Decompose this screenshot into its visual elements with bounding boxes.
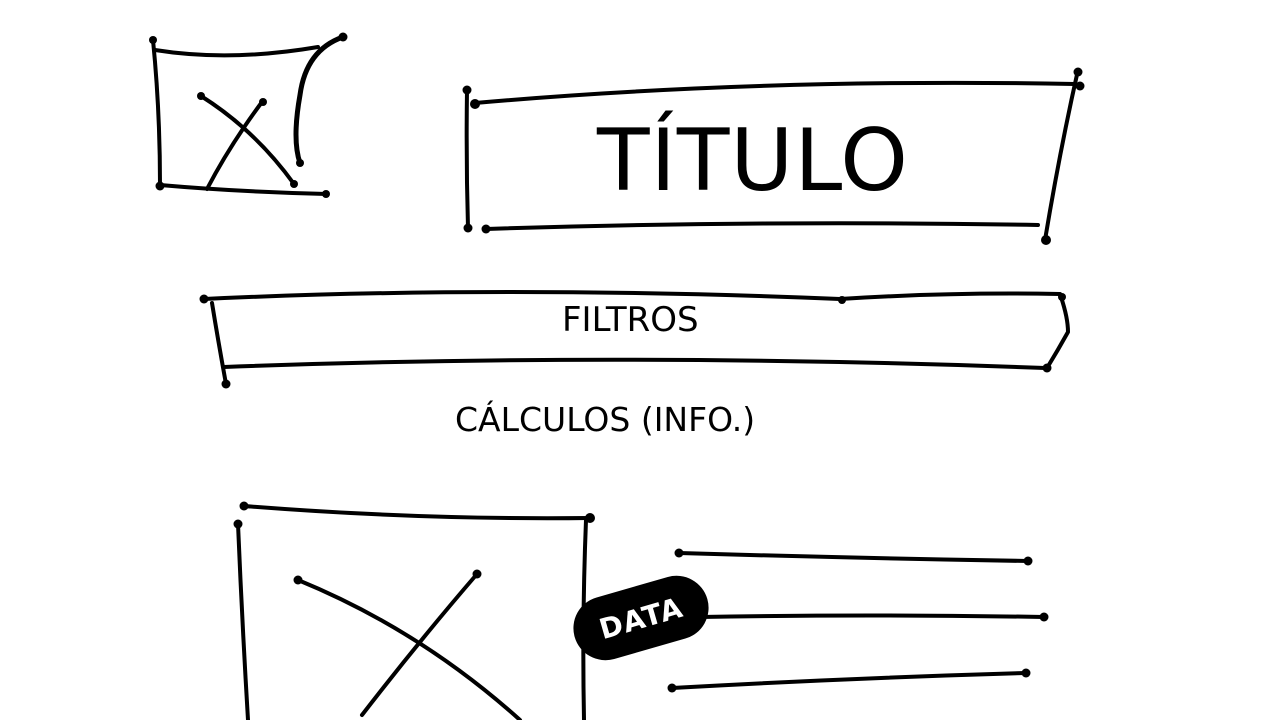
data-badge-label: DATA	[595, 590, 687, 646]
filters-label: FILTROS	[562, 300, 699, 340]
filters-bar	[199, 290, 1070, 389]
page-title: TÍTULO	[597, 111, 909, 211]
image-placeholder-icon	[233, 501, 595, 720]
title-box	[462, 67, 1085, 245]
text-lines-icon	[667, 548, 1049, 693]
image-placeholder-icon	[149, 32, 348, 198]
calculations-label: CÁLCULOS (INFO.)	[455, 400, 756, 439]
